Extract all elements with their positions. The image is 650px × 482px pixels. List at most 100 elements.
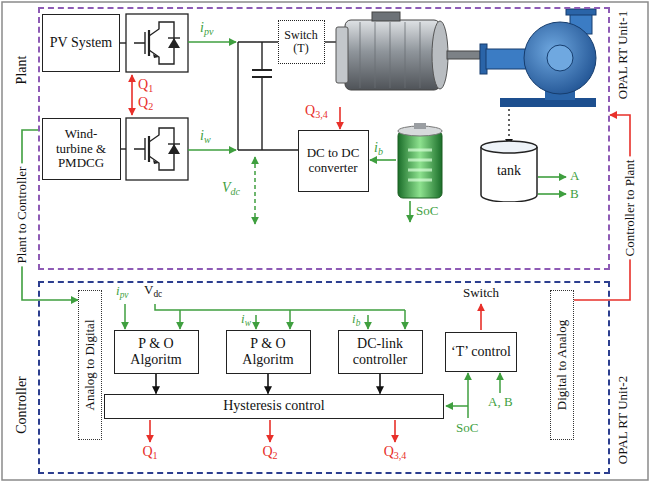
control-signal-arrow <box>149 420 151 442</box>
battery <box>398 131 442 198</box>
connector <box>574 115 630 300</box>
signal-label: A <box>570 169 579 183</box>
control-signal-arrow <box>269 420 271 442</box>
box-label: ‘T’ control <box>451 344 511 360</box>
current-arrow <box>188 41 236 43</box>
converter-box: Digital to Analog <box>550 290 574 440</box>
box-label: PV System <box>50 35 112 51</box>
signal-line <box>446 405 468 407</box>
connector-label: Controller to Plant <box>623 156 637 259</box>
battery <box>414 123 426 129</box>
connector <box>379 374 381 394</box>
current-arrow <box>370 159 396 161</box>
igbt-converter <box>134 128 180 170</box>
dc-bus-wire <box>120 148 126 149</box>
igbt-converter <box>126 118 188 180</box>
igbt-converter <box>126 118 188 180</box>
signal-label: SoC <box>456 421 478 435</box>
signal-line <box>289 310 291 329</box>
dc-bus-wire <box>120 42 126 43</box>
signal-label: Q3,4 <box>384 444 407 459</box>
igbt-converter <box>134 128 180 170</box>
igbt-converter <box>149 22 174 64</box>
dc-bus-wire <box>238 149 298 150</box>
controller-box: DC-link controller <box>338 330 423 374</box>
dc-bus-wire <box>324 41 336 42</box>
centrifugal-pump <box>480 9 596 107</box>
box-label: P & O Algoritm <box>119 336 194 367</box>
connector-label: Plant to Controller <box>15 164 29 267</box>
controller-box: ‘T’ control <box>445 332 517 372</box>
converter-box: DC to DC converter <box>298 130 369 192</box>
centrifugal-pump <box>524 22 596 94</box>
dc-motor <box>447 51 480 59</box>
battery <box>398 123 442 198</box>
centrifugal-pump <box>486 49 526 69</box>
centrifugal-pump <box>566 9 596 15</box>
dc-bus-wire <box>261 42 262 150</box>
region-label: OPAL RT Unit-2 <box>616 376 630 464</box>
dc-motor <box>336 27 348 83</box>
signal-line <box>124 304 126 329</box>
box-label: DC to DC converter <box>303 146 364 175</box>
box-label: DC-link controller <box>343 336 418 367</box>
signal-line <box>467 373 469 418</box>
current-arrow <box>538 176 566 178</box>
signal-label: ib <box>374 140 383 155</box>
igbt-converter <box>148 30 150 56</box>
signal-label: Q2 <box>262 444 277 459</box>
signal-line <box>499 373 501 393</box>
dc-motor <box>345 20 440 90</box>
igbt-converter <box>168 144 180 154</box>
signal-label: Vdc <box>144 283 162 297</box>
signal-line <box>155 304 405 310</box>
tank-cylinder: tank <box>480 140 538 202</box>
signal-line <box>179 310 181 329</box>
region-label: Plant <box>14 56 29 85</box>
tank-outline <box>481 141 537 153</box>
gate-signal-arrow <box>131 75 133 115</box>
igbt-converter <box>149 128 174 170</box>
region-label: Controller <box>14 376 29 434</box>
control-signal-arrow <box>394 420 396 442</box>
current-arrow <box>409 201 411 222</box>
plant-region: PlantOPAL RT Unit-1PV SystemWind-turbine… <box>38 7 610 270</box>
connector <box>267 374 269 394</box>
igbt-converter <box>134 32 145 54</box>
switch-box: Switch (T) <box>278 20 325 64</box>
algorithm-box: P & O Algoritm <box>114 330 199 374</box>
box-label: Wind-turbine & PMDCG <box>47 127 116 171</box>
centrifugal-pump <box>547 45 573 71</box>
dc-bus-wire <box>252 70 272 77</box>
igbt-converter <box>153 160 159 164</box>
converter-box: Analog to Digital <box>78 290 102 440</box>
signal-label: B <box>570 187 579 201</box>
signal-label: ipv <box>200 20 213 35</box>
signal-label: SoC <box>416 204 438 218</box>
tank-outline <box>481 147 537 202</box>
voltage-arrow <box>254 157 256 224</box>
connector <box>155 374 157 394</box>
signal-line <box>367 315 369 329</box>
signal-line <box>404 310 406 329</box>
signal-label: Q1 <box>138 77 153 92</box>
igbt-converter <box>153 54 159 58</box>
box-label: Switch (T) <box>283 29 320 56</box>
signal-label: iw <box>200 128 211 143</box>
dc-motor <box>372 12 400 21</box>
signal-label: Switch <box>463 286 499 300</box>
source-box: PV System <box>42 14 120 72</box>
signal-label: ib <box>352 312 360 326</box>
signal-label: Q1 <box>142 444 157 459</box>
gate-signal-arrow <box>132 75 340 129</box>
igbt-converter <box>134 138 145 160</box>
box-label: P & O Algoritm <box>231 336 306 367</box>
battery <box>408 150 432 180</box>
controller-box: Hysteresis control <box>104 394 444 419</box>
control-signal-arrow <box>480 304 482 330</box>
signal-label: ipv <box>116 284 128 298</box>
region-label: OPAL RT Unit-1 <box>616 11 630 99</box>
